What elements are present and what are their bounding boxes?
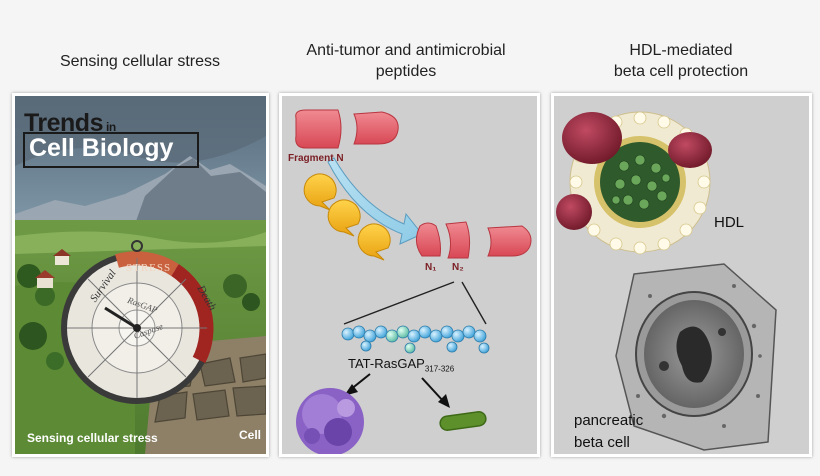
fragment-n2 [445, 221, 471, 259]
n1-label: N₁ [425, 262, 437, 273]
fragment-n1 [416, 222, 441, 257]
apolipoprotein-1 [562, 112, 622, 164]
cover-caption: Sensing cellular stress [27, 431, 158, 445]
beta-cell-label-line-2: beta cell [574, 434, 630, 451]
peptide-label-subscript: 317-326 [424, 364, 455, 374]
hdl-diagram [556, 111, 777, 451]
cleavage-arrow [327, 157, 423, 245]
peptide-bead-chain [341, 325, 490, 354]
stress-dial [61, 240, 214, 404]
fragment-c [487, 225, 532, 257]
journal-title-in: in [105, 120, 116, 134]
title-anti-tumor-peptides: Anti-tumor and antimicrobial peptides [278, 40, 534, 82]
title-hdl-protection: HDL-mediated beta cell protection [550, 40, 812, 82]
title-line-1: Anti-tumor and antimicrobial [306, 42, 506, 59]
hdl-particle [556, 111, 712, 255]
title-line-1: HDL-mediated [629, 42, 733, 59]
title-line-2: peptides [375, 63, 437, 80]
hdl-label: HDL [714, 214, 745, 231]
peptide-label: TAT-RasGAP317-326 [348, 356, 455, 374]
fragment-n-right [353, 111, 399, 145]
cover-illustration [15, 96, 266, 454]
peptides-panel: Fragment N N₁ N₂ TAT-RasGAP317-326 [279, 93, 540, 457]
hdl-panel: HDL pancreatic beta cell [551, 93, 812, 457]
caspase-2 [327, 199, 361, 237]
journal-title-cell-biology: Cell Biology [29, 134, 174, 162]
dial-label-stress: STRESS [126, 262, 172, 274]
n2-label: N₂ [452, 262, 464, 273]
title-line-2: beta cell protection [613, 63, 749, 80]
beta-cell-label-line-1: pancreatic [574, 412, 644, 429]
caspase-1 [303, 173, 337, 211]
peptides-diagram [295, 109, 532, 454]
apolipoprotein-3 [556, 194, 592, 230]
fragment-n-left [295, 109, 342, 149]
caspase-3 [357, 223, 391, 261]
beta-cell-micrograph [615, 263, 777, 451]
fragment-n-label: Fragment N [288, 153, 344, 164]
journal-title-box [23, 132, 199, 168]
tumor-cell [296, 388, 364, 454]
bacterium [439, 411, 487, 431]
title-sensing-cellular-stress: Sensing cellular stress [59, 53, 221, 70]
beta-cell-label: pancreatic beta cell [574, 410, 643, 454]
apolipoprotein-2 [668, 132, 712, 168]
cover-publisher-logo: Cell [239, 428, 262, 442]
